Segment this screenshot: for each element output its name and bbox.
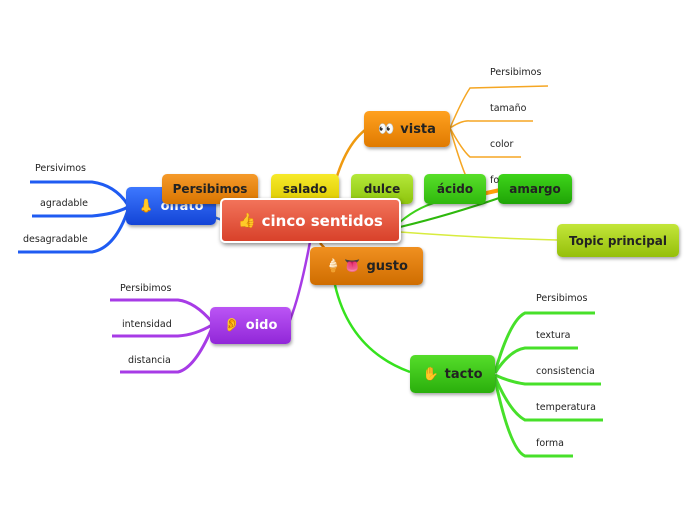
connector-olfato-desagradable — [18, 209, 130, 254]
ear-icon: 👂 — [223, 318, 240, 333]
vista-node[interactable]: 👀 vista — [364, 111, 450, 147]
olfato-leaf[interactable]: desagradable — [23, 234, 88, 245]
connector-tacto-forma — [493, 378, 573, 458]
tacto-label: tacto — [444, 366, 483, 382]
connector-vista-tamano — [449, 120, 533, 129]
center-node[interactable]: 👍 cinco sentidos — [220, 198, 401, 243]
vista-leaf[interactable]: fo — [490, 175, 500, 186]
connector-center-oido — [288, 241, 312, 321]
tacto-leaf[interactable]: forma — [536, 438, 564, 449]
amargo-node[interactable]: amargo — [498, 174, 572, 204]
oido-leaf[interactable]: intensidad — [122, 319, 172, 330]
center-label: cinco sentidos — [261, 211, 383, 230]
vista-leaf[interactable]: tamaño — [490, 103, 527, 114]
dulce-label: dulce — [363, 182, 401, 196]
connector-oido-intensidad — [112, 323, 213, 338]
connector-tacto-temperatura — [493, 376, 603, 422]
ice-cream-icon: 🍦 — [325, 258, 342, 274]
oido-node[interactable]: 👂 oido — [210, 307, 291, 344]
olfato-leaf[interactable]: agradable — [40, 198, 88, 209]
tacto-leaf[interactable]: consistencia — [536, 366, 595, 377]
tongue-icon: 👅 — [344, 258, 361, 274]
olfato-leaf[interactable]: Persivimos — [35, 163, 87, 174]
eyes-icon: 👀 — [378, 121, 395, 137]
connector-gusto-tacto — [333, 284, 411, 374]
connector-vista-color — [449, 127, 521, 158]
thumbs-up-icon: 👍 — [238, 212, 256, 229]
tacto-node[interactable]: ✋ tacto — [410, 355, 495, 393]
connector-olfato-persivimos — [30, 180, 130, 206]
dulce-node[interactable]: dulce — [351, 174, 413, 204]
acido-node[interactable]: ácido — [424, 174, 486, 204]
vista-leaf[interactable]: color — [490, 139, 514, 150]
nose-icon: 👃 — [138, 198, 155, 214]
hand-icon: ✋ — [422, 366, 439, 382]
vista-label: vista — [400, 121, 436, 137]
salado-label: salado — [282, 182, 328, 196]
tacto-leaf[interactable]: textura — [536, 330, 571, 341]
connector-vista-persibimos — [449, 85, 549, 129]
gusto-label: gusto — [366, 258, 408, 274]
topic-principal-label: Topic principal — [568, 233, 668, 248]
tacto-leaf[interactable]: Persibimos — [536, 293, 588, 304]
oido-leaf[interactable]: Persibimos — [120, 283, 172, 294]
connector-oido-persibimos — [110, 298, 214, 323]
gusto-node[interactable]: 🍦 👅 gusto — [310, 247, 423, 285]
topic-principal-node[interactable]: Topic principal — [557, 224, 679, 257]
gusto-persibimos-label: Persibimos — [172, 182, 248, 196]
connector-center-amargo — [399, 195, 506, 228]
connector-tacto-consistencia — [494, 373, 601, 386]
connector-olfato-agradable — [32, 205, 129, 218]
connector-center-topic — [399, 231, 558, 241]
connector-tacto-textura — [493, 346, 578, 374]
oido-leaf[interactable]: distancia — [128, 355, 171, 366]
vista-leaf[interactable]: Persibimos — [490, 67, 542, 78]
amargo-label: amargo — [509, 182, 561, 196]
gusto-persibimos-node[interactable]: Persibimos — [162, 174, 258, 204]
tacto-leaf[interactable]: temperatura — [536, 402, 596, 413]
connector-oido-distancia — [120, 327, 214, 374]
oido-label: oido — [245, 318, 278, 333]
acido-label: ácido — [436, 182, 474, 196]
connector-tacto-persibimos — [493, 311, 595, 373]
